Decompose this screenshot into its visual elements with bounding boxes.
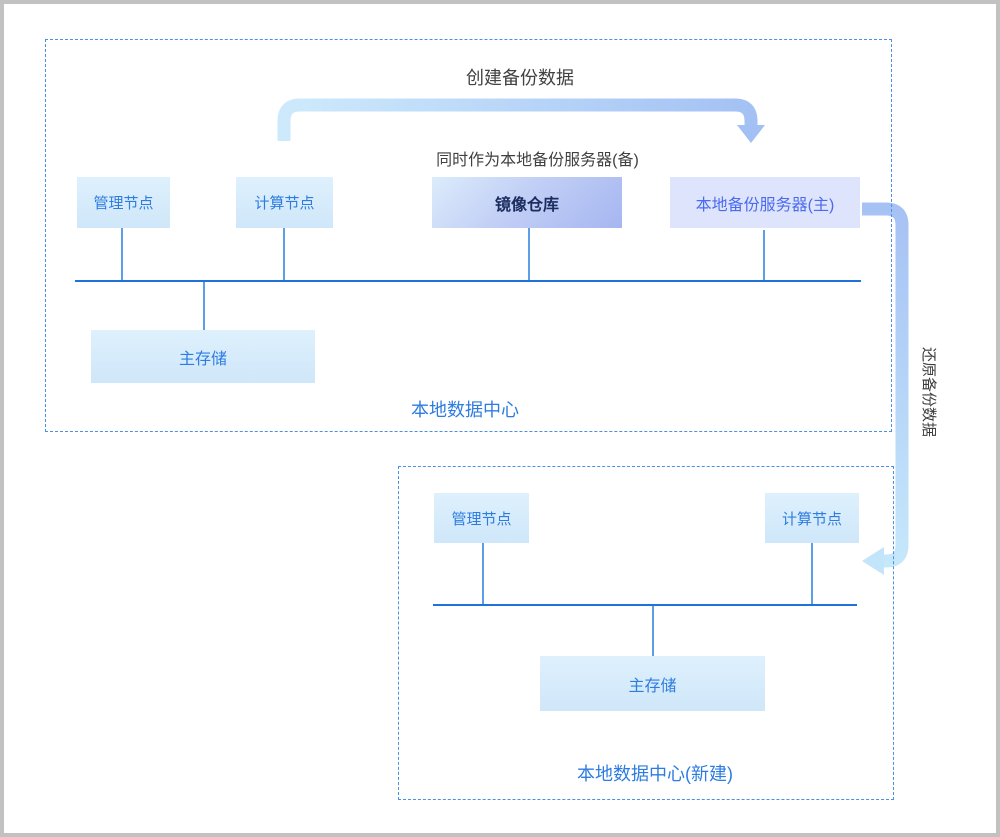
node-compute-new: 计算节点 — [765, 493, 859, 543]
standby-server-note: 同时作为本地备份服务器(备) — [436, 152, 639, 169]
node-backup-server-primary: 本地备份服务器(主) — [670, 177, 860, 228]
node-mgmt-local: 管理节点 — [77, 177, 170, 228]
local-dc-label: 本地数据中心 — [411, 400, 519, 420]
compute-local-connector — [283, 228, 285, 280]
restore-backup-label: 还原备份数据 — [920, 346, 937, 437]
mgmt-new-connector — [482, 543, 484, 604]
node-storage-new: 主存储 — [540, 656, 765, 711]
node-compute-local: 计算节点 — [236, 177, 333, 228]
mirror-connector — [528, 228, 530, 280]
new-dc-frame — [398, 466, 894, 800]
node-mgmt-new: 管理节点 — [434, 493, 529, 543]
new-dc-label: 本地数据中心(新建) — [577, 764, 733, 784]
storage-new-connector — [652, 606, 654, 656]
compute-new-connector — [811, 543, 813, 604]
backup-primary-connector — [763, 230, 765, 280]
new-dc-bus-line — [433, 604, 857, 606]
node-storage-local: 主存储 — [91, 330, 315, 383]
node-mirror-repo: 镜像仓库 — [432, 177, 622, 228]
create-backup-title: 创建备份数据 — [466, 68, 574, 88]
storage-local-connector — [203, 282, 205, 330]
mgmt-local-connector — [121, 228, 123, 280]
local-dc-bus-line — [75, 280, 861, 282]
